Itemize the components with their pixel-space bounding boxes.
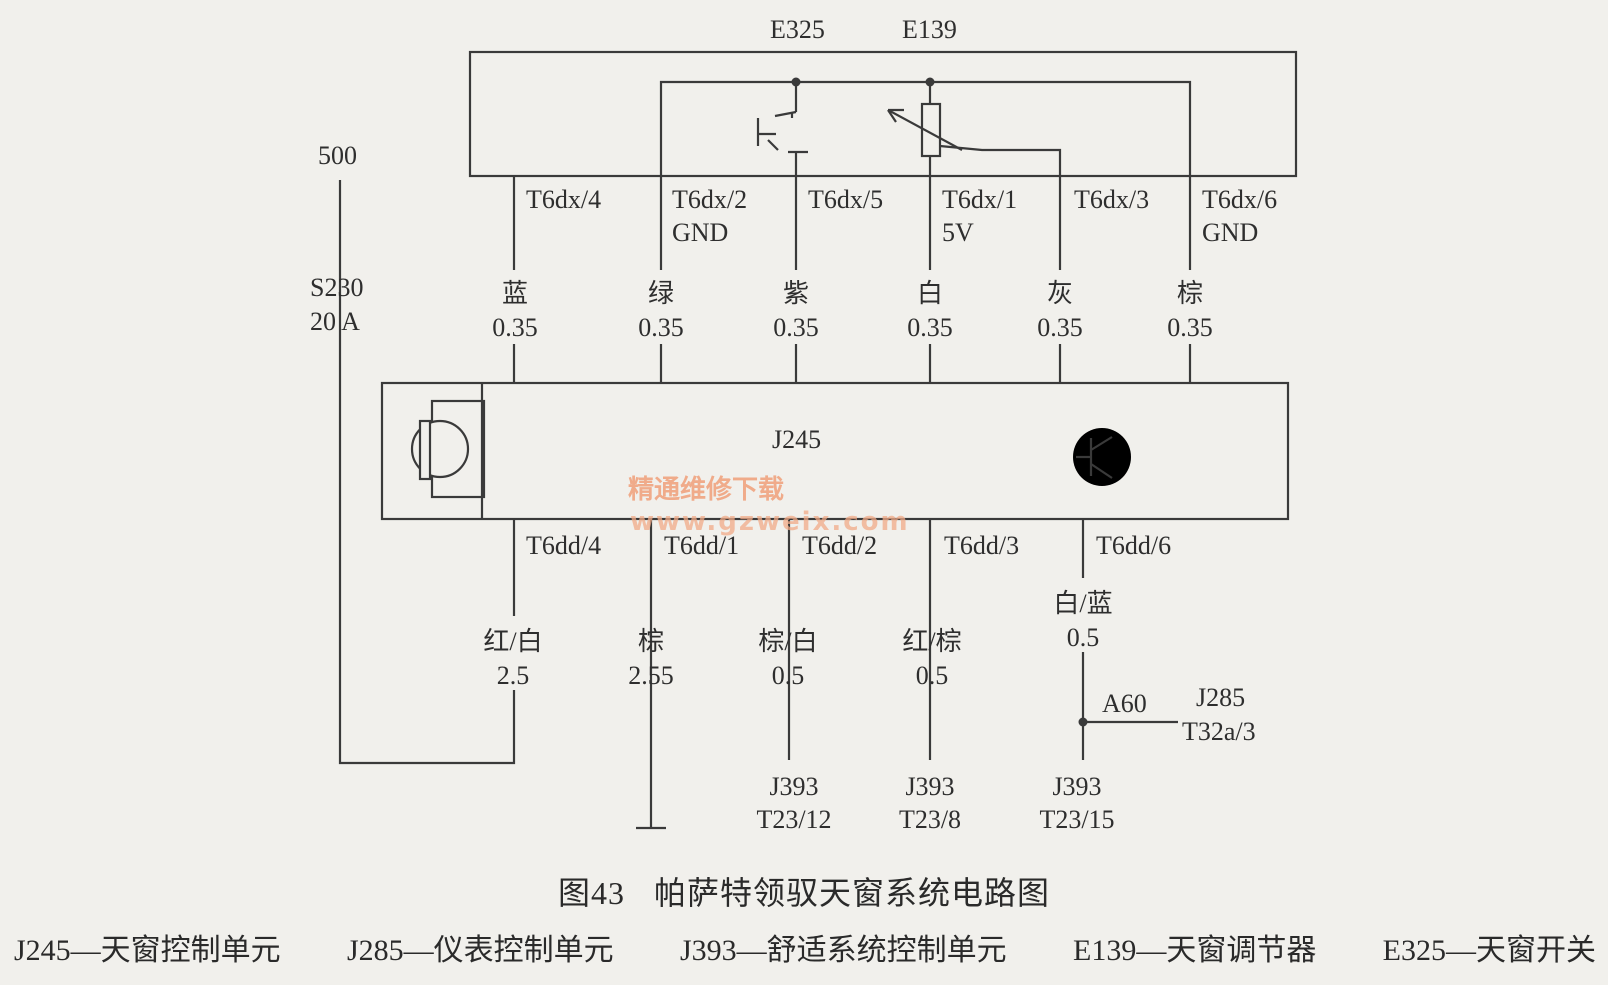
wire-gauge-label: 0.35	[907, 313, 953, 342]
sunroof-control-unit	[380, 381, 1290, 521]
bottom-pin-label: T6dd/1	[664, 531, 739, 560]
dest-pin-label: T23/12	[756, 805, 831, 834]
wire-gauge-label: 0.5	[772, 661, 805, 690]
watermark-url: www.gzweix.com	[630, 507, 910, 537]
bottom-pin-label: T6dd/6	[1096, 531, 1171, 560]
top-pin-label: T6dx/4	[526, 185, 601, 214]
splice-label: A60	[1102, 689, 1147, 718]
top-pin-sub-label: GND	[1202, 218, 1258, 247]
motor-icon	[410, 399, 486, 499]
wire-gauge-label: 0.35	[773, 313, 819, 342]
bottom-pin-label: T6dd/4	[526, 531, 601, 560]
legend-item: J245—天窗控制单元	[14, 934, 281, 967]
wire-color-label: 绿	[648, 279, 674, 308]
dest-module-label: J393	[1052, 772, 1101, 801]
wire-gauge-label: 0.35	[638, 313, 684, 342]
branch-dest-pin-label: T32a/3	[1182, 717, 1256, 746]
fuse-circuit-label: 500	[318, 141, 357, 170]
wire-gauge-label: 0.35	[492, 313, 538, 342]
legend-item: E325—天窗开关	[1382, 934, 1596, 967]
wire-gauge-label: 0.5	[916, 661, 949, 690]
wire-color-label: 棕	[638, 627, 664, 656]
transistor-icon	[1073, 428, 1131, 486]
wire-gauge-label: 2.5	[497, 661, 530, 690]
top-pin-label: T6dx/3	[1074, 185, 1149, 214]
figure-title: 帕萨特领驭天窗系统电路图	[654, 875, 1051, 911]
wire-color-label: 棕/白	[758, 627, 817, 656]
figure-number: 图43	[557, 875, 625, 911]
legend-item: J285—仪表控制单元	[347, 934, 614, 967]
e325-label: E325	[770, 15, 825, 44]
bottom-pin-label: T6dd/2	[802, 531, 877, 560]
wire-gauge-label: 0.35	[1167, 313, 1213, 342]
top-pin-sub-label: 5V	[942, 218, 974, 247]
e139-label: E139	[902, 15, 957, 44]
watermark-text: 精通维修下载	[628, 474, 784, 505]
fuse-rating-label: 20 A	[310, 307, 360, 336]
wire-color-label: 棕	[1177, 279, 1203, 308]
wire-gauge-label: 0.35	[1037, 313, 1083, 342]
internal-bus	[659, 77, 1192, 176]
wire-color-label: 紫	[783, 279, 809, 308]
top-pin-sub-label: GND	[672, 218, 728, 247]
top-pin-label: T6dx/1	[942, 185, 1017, 214]
wire-color-label: 红/棕	[902, 627, 961, 656]
legend-item: E139—天窗调节器	[1073, 934, 1317, 967]
wire-gauge-label: 0.5	[1067, 623, 1100, 652]
fuse-id-label: S230	[310, 273, 363, 302]
switch-icon	[756, 110, 808, 154]
bottom-wires	[636, 519, 1178, 830]
top-pin-label: T6dx/2	[672, 185, 747, 214]
dest-module-label: J393	[905, 772, 954, 801]
legend: J245—天窗控制单元 J285—仪表控制单元 J393—舒适系统控制单元 E1…	[0, 925, 1608, 969]
wire-color-label: 白/蓝	[1053, 589, 1112, 618]
switch-regulator-module	[468, 50, 1298, 178]
dest-module-label: J393	[769, 772, 818, 801]
figure-caption: 图43 帕萨特领驭天窗系统电路图	[0, 868, 1608, 914]
wire-gauge-label: 2.55	[628, 661, 674, 690]
j245-label: J245	[772, 425, 821, 454]
legend-item: J393—舒适系统控制单元	[680, 934, 1007, 967]
top-pin-label: T6dx/6	[1202, 185, 1277, 214]
branch-dest-label: J285	[1196, 683, 1245, 712]
bottom-pin-label: T6dd/3	[944, 531, 1019, 560]
wire-color-label: 红/白	[483, 627, 542, 656]
wire-color-label: 灰	[1047, 279, 1073, 308]
wire-color-label: 蓝	[502, 279, 528, 308]
wire-color-label: 白	[917, 279, 943, 308]
potentiometer-icon	[887, 102, 963, 158]
dest-pin-label: T23/8	[899, 805, 961, 834]
dest-pin-label: T23/15	[1039, 805, 1114, 834]
top-pin-label: T6dx/5	[808, 185, 883, 214]
